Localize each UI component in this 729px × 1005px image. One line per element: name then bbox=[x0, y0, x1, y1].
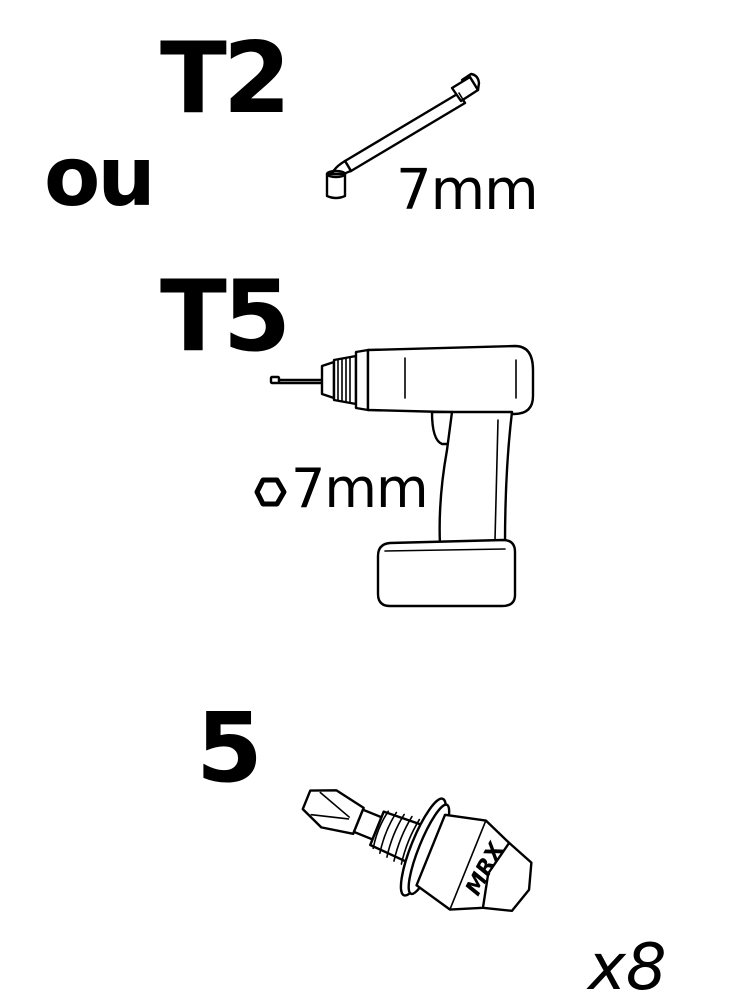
tool-option-t5-label: T5 bbox=[160, 260, 291, 374]
drill-size-label: 7mm bbox=[291, 457, 430, 520]
wrench-size-label: 7mm bbox=[396, 158, 539, 223]
tool-option-t2-label: T2 bbox=[160, 22, 291, 136]
quantity-label: x8 bbox=[588, 931, 667, 1005]
drill-drawing bbox=[269, 344, 535, 608]
part-number-label: 5 bbox=[196, 692, 263, 804]
screw-drawing bbox=[301, 789, 533, 913]
or-separator-label: ou bbox=[44, 130, 156, 225]
wrench-drawing bbox=[325, 72, 481, 200]
